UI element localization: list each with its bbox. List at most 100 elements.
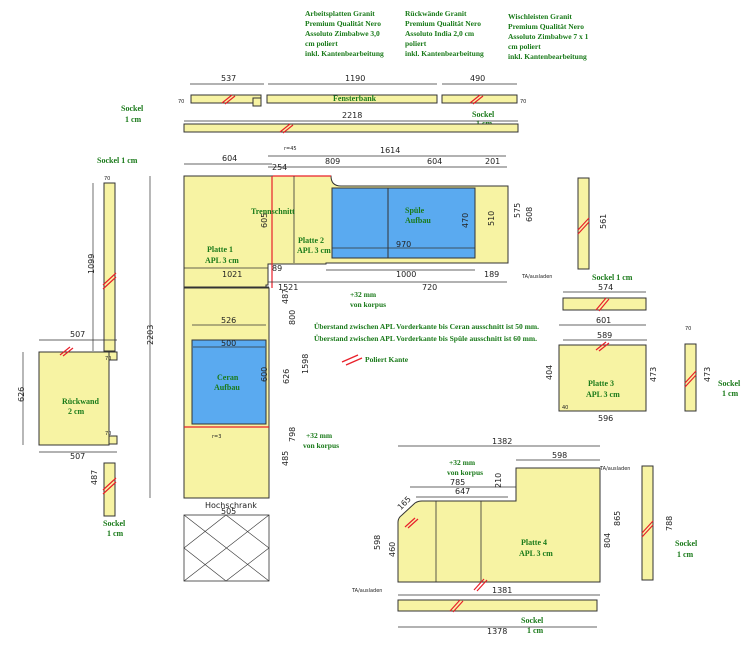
dim-label: 485 [281, 451, 290, 466]
dim-label: 598 [373, 535, 382, 550]
platte4-slab [397, 467, 601, 583]
ceran-cutout [191, 339, 267, 425]
spec-line: inkl. Kantenbearbeitung [405, 49, 484, 58]
dim-label: 970 [396, 240, 411, 249]
dim-label: 1598 [301, 354, 310, 374]
fensterbank-row: 537 1190 490 Fensterbank 70 70 [178, 74, 526, 107]
dim-label: 473 [703, 367, 712, 382]
rueckwand-slab [38, 351, 110, 446]
dim-label: 460 [388, 542, 397, 557]
sockel-label: 1 cm [107, 529, 124, 538]
ta-label: TA/ausladen [599, 466, 630, 472]
dim-label: 608 [525, 207, 534, 222]
wischleiste-left [190, 94, 262, 104]
dim-label: 798 [288, 427, 297, 442]
spec-rueckwaende: Rückwände Granit Premium Qualität Nero A… [405, 9, 484, 58]
dim-label: 70 [178, 99, 184, 105]
dim-label: 574 [598, 283, 613, 292]
dim-label: 605 [260, 213, 269, 228]
spec-wischleisten: Wischleisten Granit Premium Qualität Ner… [508, 12, 589, 61]
dim-label: 1190 [345, 74, 365, 83]
dim-label: 589 [597, 331, 612, 340]
dim-label: 601 [596, 316, 611, 325]
dim-label: 210 [494, 473, 503, 488]
spec-arbeitsplatten: Arbeitsplatten Granit Premium Qualität N… [305, 9, 384, 58]
dim-label: 1381 [492, 586, 512, 595]
fensterbank-label: Fensterbank [333, 94, 377, 103]
sockel-label: Sockel [103, 519, 126, 528]
sockel-label: 1 cm [677, 550, 694, 559]
sockel-label: 1 cm [125, 115, 142, 124]
polish-marks [59, 94, 697, 613]
dim-label: 575 [513, 203, 522, 218]
korpus-note: +32 mm [350, 290, 377, 299]
dim-label: 526 [221, 316, 236, 325]
spec-line: cm poliert [305, 39, 338, 48]
dim-label: 647 [455, 487, 470, 496]
korpus-note: von korpus [303, 441, 339, 450]
dim-label: 626 [17, 387, 26, 402]
sockel-label: Sockel 1 cm [97, 156, 138, 165]
rueckwand-label: Rückwand [62, 397, 99, 406]
platte4-apl: APL 3 cm [519, 549, 553, 558]
dim-label: 2218 [342, 111, 362, 120]
spuele-label: Spüle [405, 206, 425, 215]
note-ueberstand-ceran: Überstand zwischen APL Vorderkante bis C… [314, 322, 539, 331]
dim-label: 505 [221, 507, 236, 516]
spec-line: Wischleisten Granit [508, 12, 572, 21]
hochschrank-label: Hochschrank [205, 501, 257, 510]
platte1-apl: APL 3 cm [205, 256, 239, 265]
sockel-label: 1 cm [722, 389, 739, 398]
sockel-bottom [397, 599, 598, 612]
note-ueberstand-spuele: Überstand zwischen APL Vorderkante bis S… [314, 334, 537, 343]
spec-line: Assoluto India 2,0 cm [405, 29, 475, 38]
rueckwand-notch-bot [108, 435, 118, 445]
dim-label: 604 [222, 154, 237, 163]
dim-label: 804 [603, 533, 612, 548]
dim-label: 470 [461, 213, 470, 228]
spec-line: poliert [405, 39, 427, 48]
sockel-label: 1 cm [527, 626, 544, 635]
sockel-top [183, 123, 519, 133]
dim-label: 507 [70, 330, 85, 339]
spec-line: inkl. Kantenbearbeitung [305, 49, 384, 58]
spec-line: cm poliert [508, 42, 541, 51]
ta-label: TA/ausladen [351, 588, 382, 594]
dim-label: 626 [282, 369, 291, 384]
rueckwand-notch-top [108, 351, 118, 361]
dim-label: 70 [105, 356, 111, 362]
dim-label: 1382 [492, 437, 512, 446]
dim-label: 490 [470, 74, 485, 83]
radius-label: r=3 [212, 434, 221, 440]
note-poliert: Poliert Kante [365, 355, 409, 364]
dim-label: 1378 [487, 627, 507, 636]
korpus-note: von korpus [447, 468, 483, 477]
dim-label: 537 [221, 74, 236, 83]
dim-label: 598 [552, 451, 567, 460]
spuele-cutout [331, 187, 476, 259]
spec-line: Rückwände Granit [405, 9, 467, 18]
dim-label: 809 [325, 157, 340, 166]
platte2-apl: APL 3 cm [297, 246, 331, 255]
dim-label: 70 [685, 326, 691, 332]
dim-label: 865 [613, 511, 622, 526]
dim-label: 40 [562, 405, 568, 411]
dim-label: 500 [221, 339, 236, 348]
spec-line: Premium Qualität Nero [305, 19, 381, 28]
wischleiste-left-end [252, 97, 262, 107]
dim-label: 604 [427, 157, 442, 166]
sockel-label: Sockel [472, 110, 495, 119]
radius-label: r=45 [284, 146, 297, 152]
dim-label: 404 [545, 365, 554, 380]
platte4-label: Platte 4 [521, 538, 547, 547]
dim-label: 487 [90, 470, 99, 485]
sockel-left-bottom [103, 462, 116, 517]
dim-label: 473 [649, 367, 658, 382]
korpus-note: von korpus [350, 300, 386, 309]
dim-label: 1614 [380, 146, 400, 155]
dim-label: 487 [281, 289, 290, 304]
sockel-right-788 [641, 465, 654, 581]
spec-line: Arbeitsplatten Granit [305, 9, 375, 18]
dim-label: 510 [487, 211, 496, 226]
dim-label: 70 [104, 176, 110, 182]
